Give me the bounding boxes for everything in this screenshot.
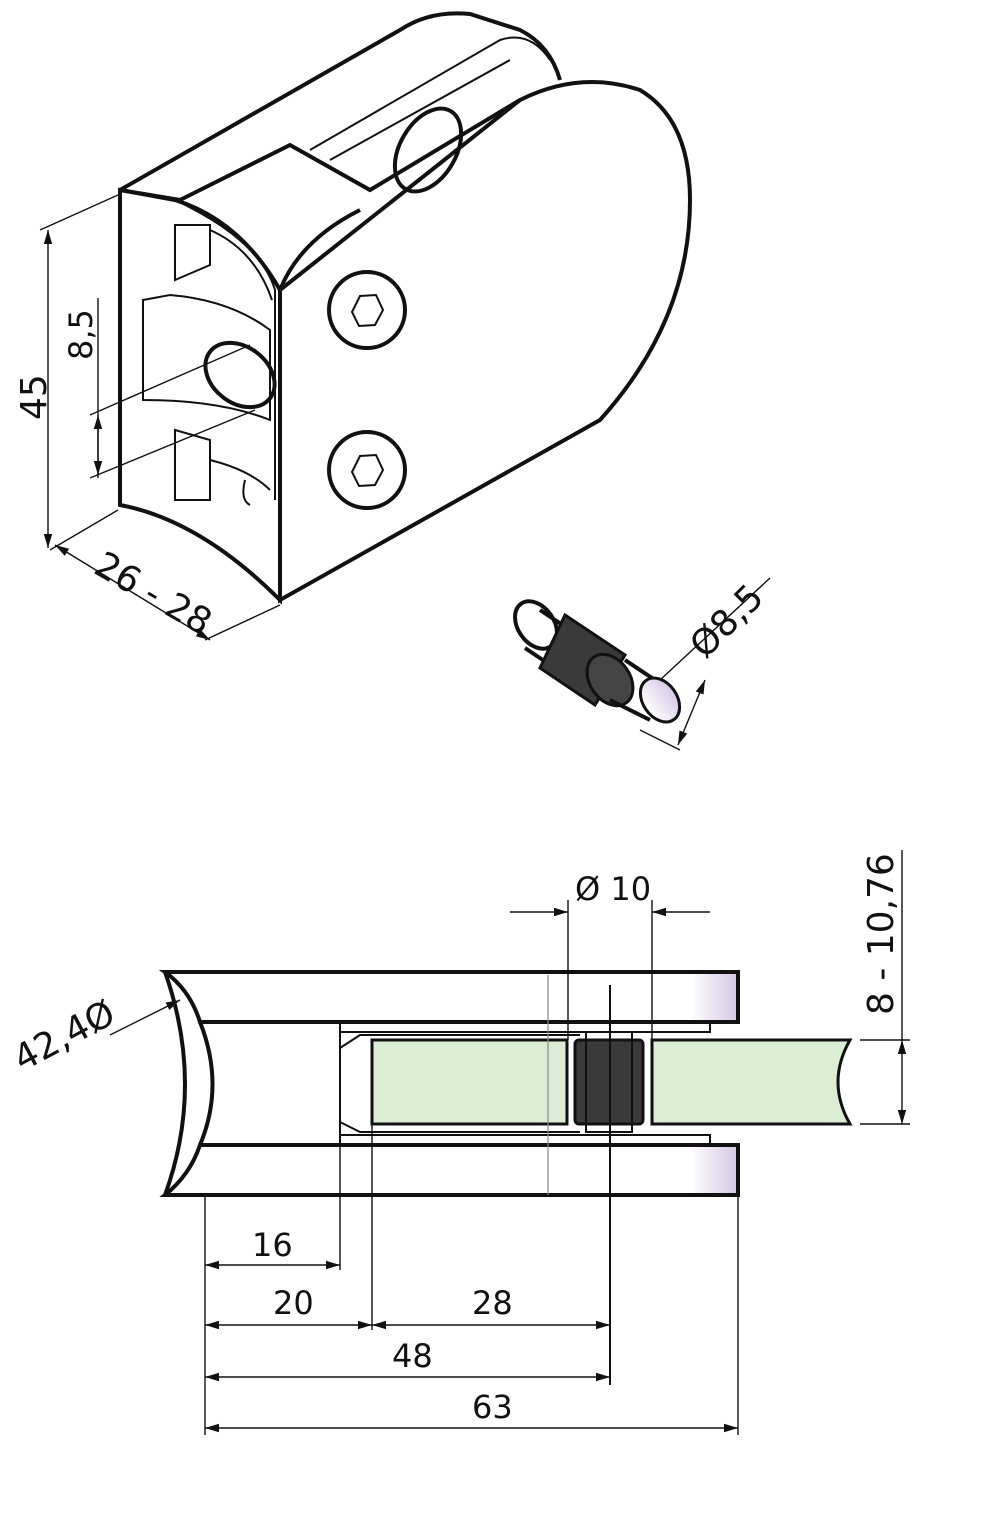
- dim-28: 28: [472, 1284, 513, 1322]
- slot-label: 8,5: [62, 309, 100, 360]
- dim-48: 48: [392, 1337, 433, 1375]
- dim-16: 16: [252, 1226, 293, 1264]
- glass-panel-left: [370, 1038, 569, 1126]
- dim-63: 63: [472, 1388, 513, 1426]
- dim-20: 20: [273, 1284, 314, 1322]
- glass-thickness-label: 8 - 10,76: [861, 853, 902, 1015]
- height-label: 45: [14, 374, 55, 420]
- pin-label: Ø8,5: [682, 577, 772, 667]
- glass-panel-right: [650, 1038, 853, 1126]
- isometric-clamp: 45 8,5 26 - 28: [14, 11, 693, 644]
- depth-label: 26 - 28: [88, 544, 219, 643]
- pin-diameter-label: Ø 10: [575, 870, 651, 908]
- pipe-diameter-label: 42,4Ø: [7, 993, 122, 1080]
- pin-detail: Ø8,5: [513, 577, 772, 751]
- section-view: Ø 10 42,4Ø 8 - 10,76 16 20 28 48 63: [7, 850, 910, 1435]
